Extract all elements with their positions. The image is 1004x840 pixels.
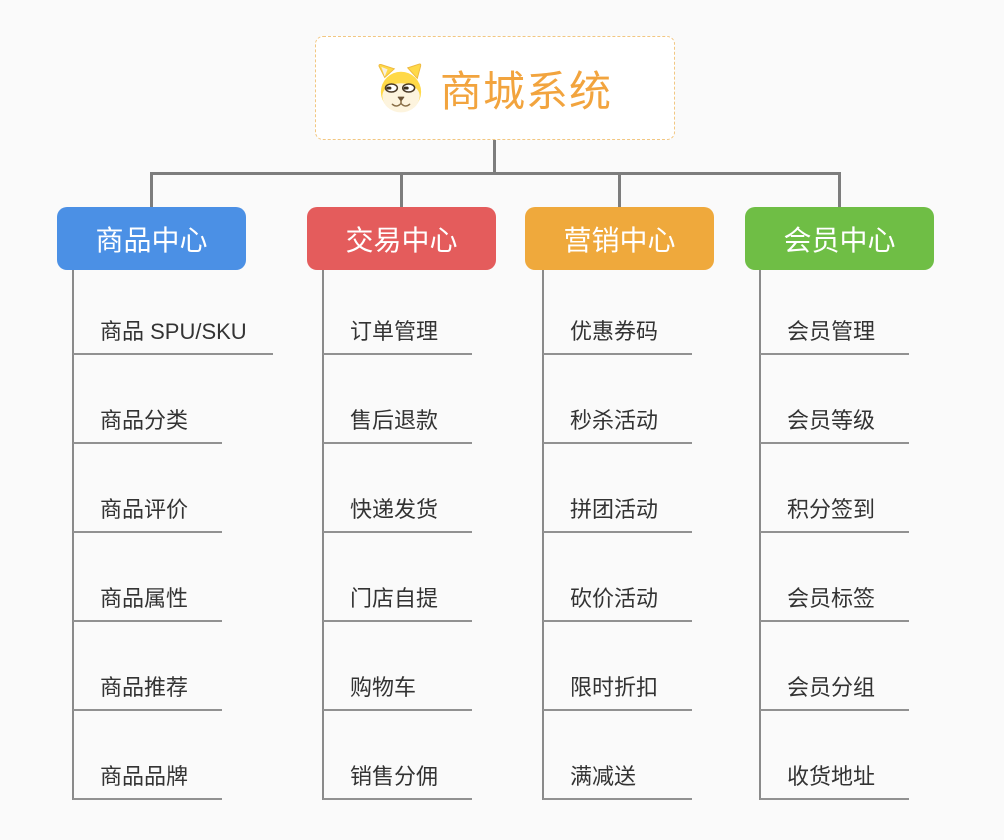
branch-stem-line	[72, 270, 74, 800]
branch-header-products[interactable]: 商品中心	[57, 207, 246, 270]
branch-stem-line	[759, 270, 761, 800]
leaf-node-label: 售后退款	[323, 403, 472, 444]
branch-items-members: 会员管理会员等级积分签到会员标签会员分组收货地址	[760, 266, 909, 800]
leaf-node-label: 收货地址	[760, 759, 909, 800]
leaf-node-label: 销售分佣	[323, 759, 472, 800]
leaf-node-label: 商品分类	[73, 403, 222, 444]
leaf-node-label: 会员分组	[760, 670, 909, 711]
leaf-node-label: 砍价活动	[543, 581, 692, 622]
mindmap-leaf-node[interactable]: 商品分类	[73, 355, 273, 444]
branch-drop-line	[838, 172, 841, 207]
leaf-node-label: 优惠券码	[543, 314, 692, 355]
mindmap-leaf-node[interactable]: 门店自提	[323, 533, 472, 622]
branch-header-marketing[interactable]: 营销中心	[525, 207, 714, 270]
branch-stem-line	[322, 270, 324, 800]
mindmap-leaf-node[interactable]: 会员管理	[760, 266, 909, 355]
leaf-node-label: 秒杀活动	[543, 403, 692, 444]
branch-items-trade: 订单管理售后退款快递发货门店自提购物车销售分佣	[323, 266, 472, 800]
leaf-node-label: 商品属性	[73, 581, 222, 622]
leaf-node-label: 购物车	[323, 670, 472, 711]
mindmap-leaf-node[interactable]: 限时折扣	[543, 622, 692, 711]
mindmap-leaf-node[interactable]: 拼团活动	[543, 444, 692, 533]
mindmap-leaf-node[interactable]: 砍价活动	[543, 533, 692, 622]
mindmap-leaf-node[interactable]: 商品属性	[73, 533, 273, 622]
leaf-node-label: 会员等级	[760, 403, 909, 444]
mindmap-leaf-node[interactable]: 售后退款	[323, 355, 472, 444]
leaf-node-label: 门店自提	[323, 581, 472, 622]
leaf-node-label: 限时折扣	[543, 670, 692, 711]
leaf-node-label: 商品评价	[73, 492, 222, 533]
mindmap-leaf-node[interactable]: 秒杀活动	[543, 355, 692, 444]
branch-drop-line	[150, 172, 153, 207]
branch-drop-line	[618, 172, 621, 207]
leaf-node-label: 商品推荐	[73, 670, 222, 711]
leaf-node-label: 商品 SPU/SKU	[73, 314, 273, 355]
leaf-node-label: 会员管理	[760, 314, 909, 355]
leaf-node-label: 会员标签	[760, 581, 909, 622]
mindmap-leaf-node[interactable]: 商品品牌	[73, 711, 273, 800]
branch-items-products: 商品 SPU/SKU 商品分类商品评价商品属性商品推荐商品品牌	[73, 266, 273, 800]
root-node[interactable]: 商城系统	[315, 36, 675, 140]
branch-header-members[interactable]: 会员中心	[745, 207, 934, 270]
mindmap-leaf-node[interactable]: 收货地址	[760, 711, 909, 800]
leaf-node-label: 满减送	[543, 759, 692, 800]
mindmap-leaf-node[interactable]: 商品推荐	[73, 622, 273, 711]
mindmap-leaf-node[interactable]: 会员等级	[760, 355, 909, 444]
mindmap-leaf-node[interactable]: 满减送	[543, 711, 692, 800]
mindmap-leaf-node[interactable]: 会员标签	[760, 533, 909, 622]
mindmap-leaf-node[interactable]: 购物车	[323, 622, 472, 711]
mindmap-leaf-node[interactable]: 优惠券码	[543, 266, 692, 355]
root-node-title: 商城系统	[439, 67, 612, 115]
branch-bus-line	[150, 172, 840, 175]
leaf-node-label: 商品品牌	[73, 759, 222, 800]
mindmap-leaf-node[interactable]: 订单管理	[323, 266, 472, 355]
root-stem-line	[493, 139, 496, 173]
leaf-node-label: 快递发货	[323, 492, 472, 533]
dog-face-icon	[378, 62, 424, 114]
mindmap-leaf-node[interactable]: 销售分佣	[323, 711, 472, 800]
leaf-node-label: 订单管理	[323, 314, 472, 355]
leaf-node-label: 积分签到	[760, 492, 909, 533]
leaf-node-label: 拼团活动	[543, 492, 692, 533]
mindmap-leaf-node[interactable]: 积分签到	[760, 444, 909, 533]
branch-header-trade[interactable]: 交易中心	[307, 207, 496, 270]
branch-drop-line	[400, 172, 403, 207]
mindmap-leaf-node[interactable]: 会员分组	[760, 622, 909, 711]
mindmap-leaf-node[interactable]: 商品 SPU/SKU	[73, 266, 273, 355]
branch-items-marketing: 优惠券码秒杀活动拼团活动砍价活动限时折扣满减送	[543, 266, 692, 800]
mindmap-leaf-node[interactable]: 商品评价	[73, 444, 273, 533]
branch-stem-line	[542, 270, 544, 800]
mindmap-leaf-node[interactable]: 快递发货	[323, 444, 472, 533]
